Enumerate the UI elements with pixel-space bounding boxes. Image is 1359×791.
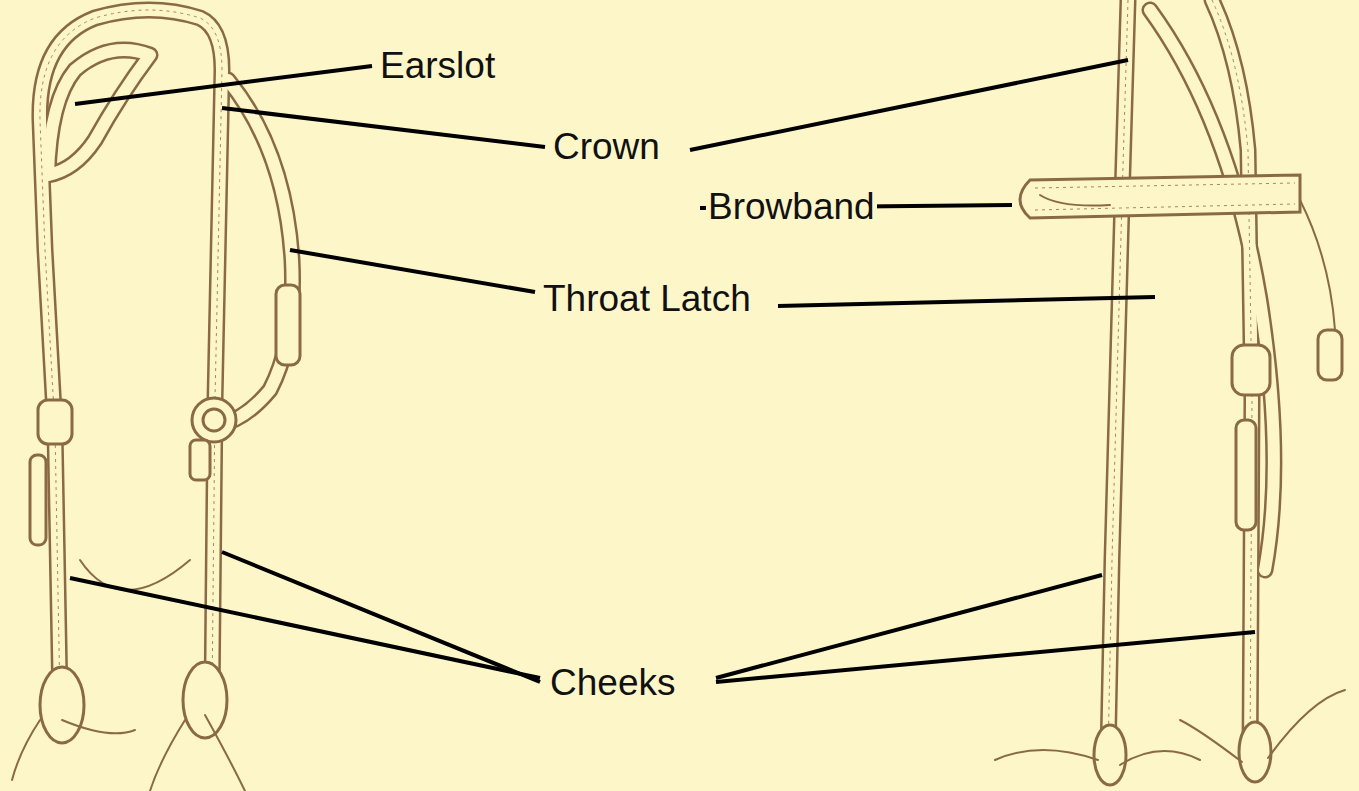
stitching: [40, 0, 1252, 755]
browband-strap: [1020, 175, 1300, 218]
left-reins: [12, 560, 245, 791]
part-label: Earslot: [378, 46, 497, 87]
left-hardware: [30, 285, 300, 743]
strap-fills: [40, 0, 1274, 755]
part-label: Crown: [551, 127, 662, 168]
part-label: Throat Latch: [541, 279, 753, 320]
strap-outlines: [40, 0, 1274, 755]
right-reins: [995, 200, 1345, 765]
part-label: Browband: [706, 187, 877, 228]
right-hardware: [1094, 330, 1342, 785]
part-label: Cheeks: [548, 663, 677, 704]
leader-lines: [70, 60, 1255, 682]
